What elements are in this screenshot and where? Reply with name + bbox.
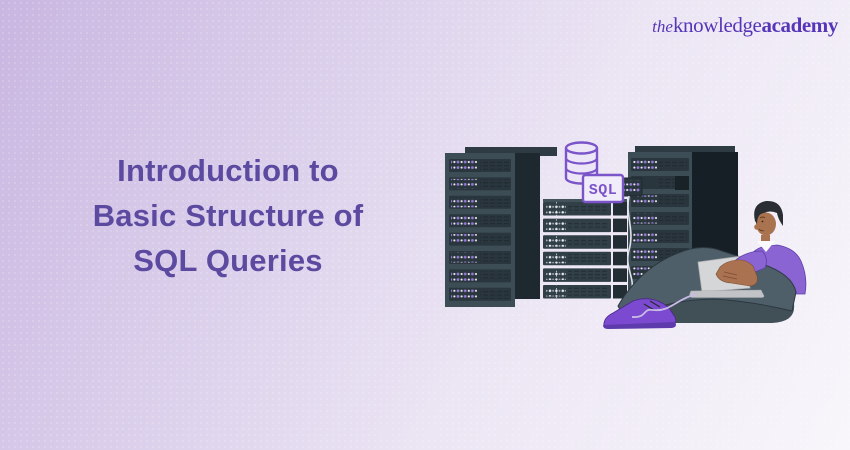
brand-word-bold: academy <box>761 13 838 37</box>
brand-word: knowledge <box>672 13 762 37</box>
person <box>603 200 807 329</box>
brand-prefix: the <box>652 17 673 36</box>
finger-lines <box>722 271 738 280</box>
server-units-middle <box>543 202 611 299</box>
title-line-3: SQL Queries <box>133 243 323 278</box>
sql-label: SQL <box>589 182 618 199</box>
sql-database-icon: SQL <box>564 141 625 204</box>
server-units-left <box>449 159 511 301</box>
laptop-cable <box>631 293 697 318</box>
server-rack-left <box>445 147 557 307</box>
hand <box>715 259 758 287</box>
collar <box>757 241 775 252</box>
neck <box>761 235 770 244</box>
title-line-2: Basic Structure of <box>92 198 364 233</box>
page-title: Introduction to Basic Structure of SQL Q… <box>42 148 414 283</box>
eye <box>761 220 764 223</box>
arm <box>715 250 767 287</box>
sql-label-box <box>581 173 625 204</box>
server-rack-middle <box>543 199 627 299</box>
shoe <box>603 298 677 329</box>
brand-logo: theknowledgeacademy <box>652 13 838 38</box>
face <box>756 212 776 236</box>
title-line-1: Introduction to <box>117 153 339 188</box>
hair <box>754 200 783 226</box>
laptop-base <box>689 289 765 298</box>
rack-edge-cells <box>613 202 627 299</box>
sql-servers-illustration: SQL <box>445 141 807 329</box>
shoe-sole <box>603 322 676 329</box>
smile <box>758 228 765 232</box>
eyebrow <box>759 216 766 219</box>
head <box>754 200 783 236</box>
ear <box>754 224 760 230</box>
